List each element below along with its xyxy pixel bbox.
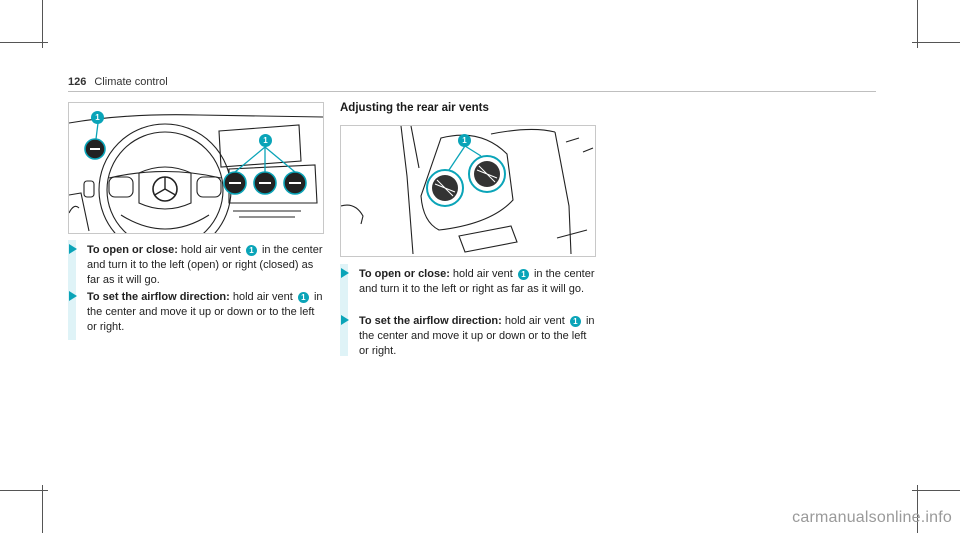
mercedes-star-icon	[152, 176, 178, 202]
section-name: Climate control	[94, 76, 168, 88]
callout-1-badge: 1	[569, 316, 581, 327]
instruction-bar	[68, 240, 76, 340]
step-text: in the center and turn it to the left or…	[359, 268, 595, 295]
callout-1-badge: 1	[259, 134, 272, 147]
page-number: 126	[68, 76, 87, 88]
crop-mark	[912, 42, 960, 43]
step-airflow-direction-rear: To set the airflow direction: hold air v…	[341, 314, 599, 359]
step-arrow-icon	[341, 315, 349, 325]
step-text: in the center and move it up or down or …	[359, 315, 595, 357]
rear-vents-illustration: 1	[340, 125, 596, 257]
instruction-bar	[340, 264, 348, 356]
step-arrow-icon	[341, 268, 349, 278]
callout-1-badge: 1	[91, 111, 104, 124]
step-text: hold air vent	[452, 268, 513, 280]
page-header: 126 Climate control	[68, 76, 168, 88]
step-label: To open or close:	[359, 268, 450, 280]
crop-mark	[917, 0, 918, 48]
step-open-close: To open or close: hold air vent 1 in the…	[69, 243, 327, 288]
step-text: in the center and move it up or down or …	[87, 291, 323, 333]
step-arrow-icon	[69, 244, 77, 254]
step-open-close-rear: To open or close: hold air vent 1 in the…	[341, 267, 599, 297]
crop-mark	[912, 490, 960, 491]
crop-mark	[917, 485, 918, 533]
rear-vents-drawing	[341, 126, 594, 255]
callout-1-badge: 1	[245, 245, 257, 256]
step-label: To set the airflow direction:	[359, 315, 502, 327]
crop-mark	[0, 42, 48, 43]
section-title: Adjusting the rear air vents	[340, 102, 489, 114]
callout-1-badge: 1	[517, 269, 529, 280]
step-text: hold air vent	[504, 315, 565, 327]
crop-mark	[42, 0, 43, 48]
step-label: To open or close:	[87, 244, 178, 256]
step-text: hold air vent	[232, 291, 293, 303]
step-label: To set the airflow direction:	[87, 291, 230, 303]
step-airflow-direction: To set the airflow direction: hold air v…	[69, 290, 327, 335]
header-rule	[68, 91, 876, 92]
crop-mark	[0, 490, 48, 491]
step-text: in the center and turn it to the left (o…	[87, 244, 323, 286]
front-air-vents	[84, 138, 307, 195]
crop-mark	[42, 485, 43, 533]
step-arrow-icon	[69, 291, 77, 301]
dashboard-illustration: 1 1	[68, 102, 324, 234]
step-text: hold air vent	[180, 244, 241, 256]
callout-1-badge: 1	[297, 292, 309, 303]
watermark-text: carmanualsonline.info	[792, 509, 952, 526]
callout-1-badge: 1	[458, 134, 471, 147]
rear-air-vents	[426, 155, 506, 207]
dashboard-drawing	[69, 114, 323, 233]
